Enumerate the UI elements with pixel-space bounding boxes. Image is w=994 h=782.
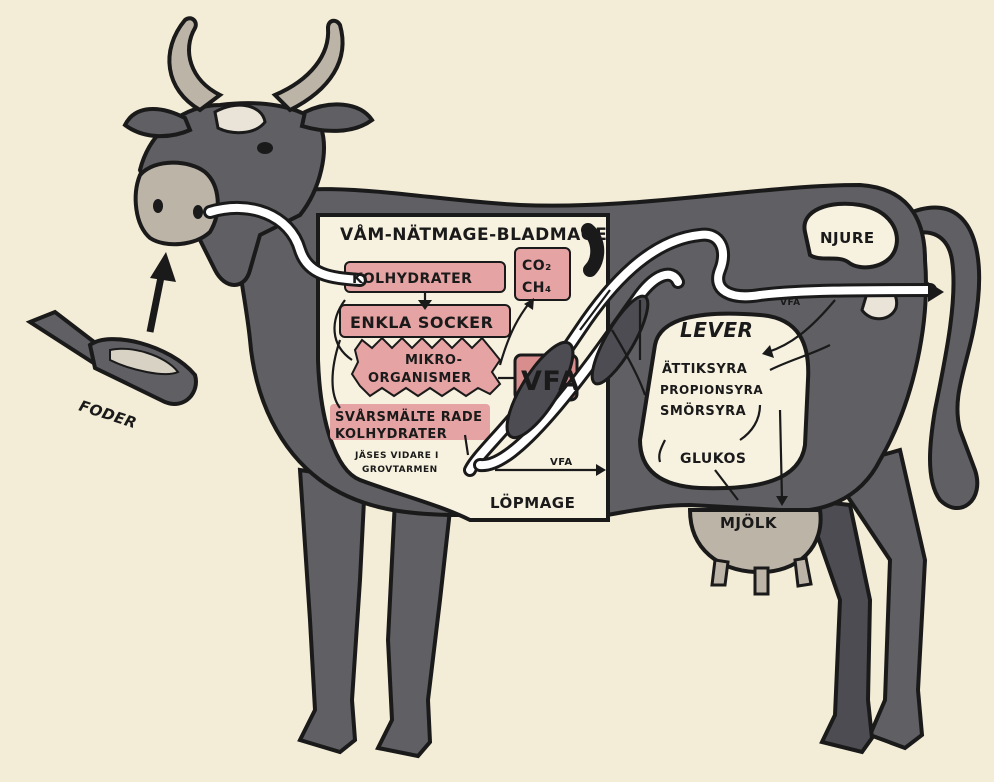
kolhydrater-label: KOLHYDRATER [352, 271, 472, 287]
co2-label: CO₂ [522, 258, 552, 274]
cow-nostril-icon [153, 199, 163, 213]
cow-forehead-patch [215, 105, 265, 133]
arrow-head-icon [928, 282, 944, 302]
organismer-label: ORGANISMER [368, 371, 472, 386]
mjolk-label: MJÖLK [720, 513, 778, 532]
vfa-lower-label: VFA [550, 457, 573, 468]
cow-ear-right [302, 104, 372, 130]
vfa-kidney-label: VFA [780, 298, 801, 308]
cow-front-leg-left [300, 470, 365, 752]
arrow-head-icon [150, 252, 176, 282]
cow-horn-right [275, 21, 343, 110]
propionsyra-label: PROPIONSYRA [660, 383, 763, 397]
glukos-label: GLUKOS [680, 451, 747, 467]
cow-front-leg-right [378, 500, 450, 756]
stomach-header: VÅM-NÄTMAGE-BLADMAGE [340, 222, 607, 245]
lopmage-label: LÖPMAGE [490, 493, 575, 512]
cow-nostril-icon [193, 205, 203, 219]
njure-label: NJURE [820, 229, 875, 247]
lever-label: LEVER [680, 318, 753, 342]
enkla-socker-label: ENKLA SOCKER [350, 313, 493, 332]
smorsyra-label: SMÖRSYRA [660, 403, 746, 419]
cow-ear-left [125, 109, 190, 136]
feed-scoop-icon [30, 312, 196, 404]
cow-muzzle [136, 163, 218, 245]
cow-teat [795, 558, 811, 586]
cow-eye-icon [257, 142, 273, 154]
attiksyra-label: ÄTTIKSYRA [662, 361, 747, 377]
svarsmalt-label-1: SVÅRSMÄLTE RADE [335, 409, 483, 425]
feed-arrow [150, 272, 162, 332]
cow-teat [755, 568, 768, 594]
foder-label: FODER [77, 397, 139, 433]
cow-horn-left [169, 18, 220, 110]
jases-label-2: GROVTARMEN [362, 465, 438, 475]
jases-label-1: JÄSES VIDARE I [354, 450, 439, 461]
cow-teat [712, 560, 728, 585]
vfa-main-label: VFA [521, 366, 580, 397]
ch4-label: CH₄ [522, 280, 552, 296]
svarsmalt-label-2: KOLHYDRATER [335, 427, 447, 442]
mikro-label: MIKRO- [405, 353, 463, 368]
